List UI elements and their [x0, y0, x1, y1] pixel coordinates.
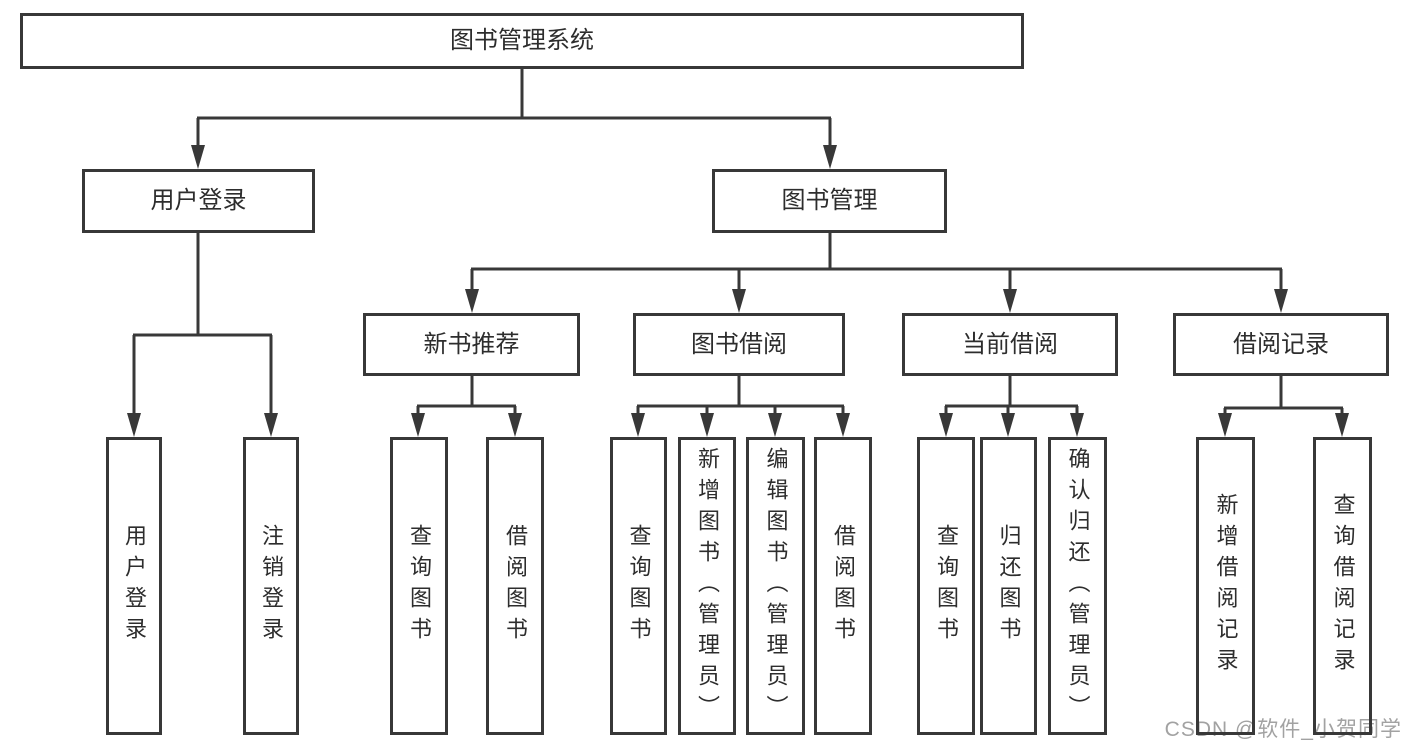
node-leaf-newbook-query-books: 查询图书 [390, 437, 448, 735]
node-leaf-query-borrow-record: 查询借阅记录 [1313, 437, 1372, 735]
node-borrow-record: 借阅记录 [1173, 313, 1389, 376]
csdn-watermark: CSDN @软件_小贺同学 [1164, 718, 1402, 741]
connector-newbook-to-leaves [416, 376, 517, 416]
node-book-borrow-label: 图书借阅 [691, 330, 787, 358]
connector-root-to-level2 [196, 69, 832, 148]
node-leaf-edit-books-admin-label: 编辑图书（管理员） [763, 446, 789, 726]
connector-bookmgmt-to-level3 [470, 233, 1283, 292]
node-leaf-add-borrow-record-label: 新增借阅记录 [1213, 493, 1239, 679]
node-leaf-borrow-query-books: 查询图书 [610, 437, 667, 735]
connector-userlogin-to-leaves [132, 233, 273, 416]
node-leaf-borrow-books-label: 借阅图书 [831, 524, 856, 648]
node-borrow-record-label: 借阅记录 [1233, 330, 1329, 358]
node-book-borrow: 图书借阅 [633, 313, 845, 376]
node-leaf-newbook-query-books-label: 查询图书 [407, 524, 432, 648]
node-root: 图书管理系统 [20, 13, 1024, 69]
node-leaf-current-query-books: 查询图书 [917, 437, 975, 735]
node-leaf-newbook-borrow-books-label: 借阅图书 [503, 524, 528, 648]
node-leaf-add-borrow-record: 新增借阅记录 [1196, 437, 1255, 735]
node-leaf-return-books-label: 归还图书 [996, 524, 1022, 648]
node-leaf-query-borrow-record-label: 查询借阅记录 [1330, 493, 1356, 679]
node-leaf-edit-books-admin: 编辑图书（管理员） [746, 437, 805, 735]
node-leaf-add-books-admin: 新增图书（管理员） [678, 437, 736, 735]
node-leaf-confirm-return-admin: 确认归还（管理员） [1048, 437, 1107, 735]
node-leaf-confirm-return-admin-label: 确认归还（管理员） [1065, 446, 1091, 726]
connector-borrowrecord-to-leaves [1223, 376, 1344, 416]
node-current-borrow: 当前借阅 [902, 313, 1118, 376]
node-leaf-logout: 注销登录 [243, 437, 299, 735]
node-leaf-borrow-books: 借阅图书 [814, 437, 872, 735]
node-leaf-logout-label: 注销登录 [259, 524, 284, 648]
connector-bookborrow-to-leaves [636, 376, 845, 416]
connector-currentborrow-to-leaves [944, 376, 1079, 416]
node-leaf-user-login: 用户登录 [106, 437, 162, 735]
node-leaf-borrow-query-books-label: 查询图书 [626, 524, 652, 648]
node-book-management: 图书管理 [712, 169, 947, 233]
node-user-login-label: 用户登录 [150, 187, 247, 214]
node-leaf-add-books-admin-label: 新增图书（管理员） [695, 446, 720, 726]
node-current-borrow-label: 当前借阅 [962, 330, 1058, 358]
node-leaf-current-query-books-label: 查询图书 [934, 524, 959, 648]
node-new-book-recommend-label: 新书推荐 [423, 330, 520, 358]
node-leaf-newbook-borrow-books: 借阅图书 [486, 437, 544, 735]
node-leaf-user-login-label: 用户登录 [122, 524, 147, 648]
node-root-label: 图书管理系统 [450, 27, 594, 54]
node-new-book-recommend: 新书推荐 [363, 313, 580, 376]
node-user-login: 用户登录 [82, 169, 315, 233]
node-book-management-label: 图书管理 [781, 187, 878, 214]
node-leaf-return-books: 归还图书 [980, 437, 1037, 735]
